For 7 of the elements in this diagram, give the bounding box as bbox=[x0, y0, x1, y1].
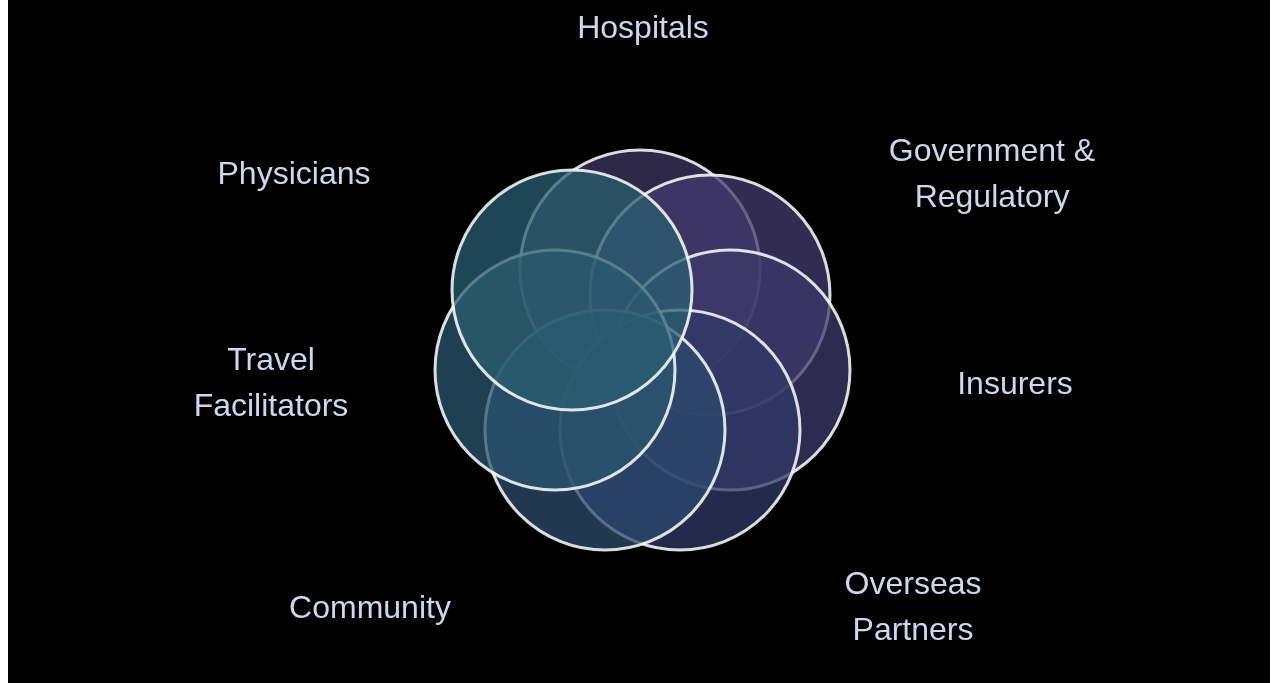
stakeholder-label: Physicians bbox=[216, 154, 372, 193]
stakeholder-label: Government & Regulatory bbox=[887, 131, 1097, 216]
stakeholder-label: Hospitals bbox=[576, 8, 710, 47]
stakeholder-label: Travel Facilitators bbox=[192, 340, 350, 425]
stakeholder-label: Community bbox=[288, 588, 452, 627]
stakeholder-label: Overseas Partners bbox=[843, 564, 983, 649]
stakeholder-label: Insurers bbox=[956, 364, 1074, 403]
